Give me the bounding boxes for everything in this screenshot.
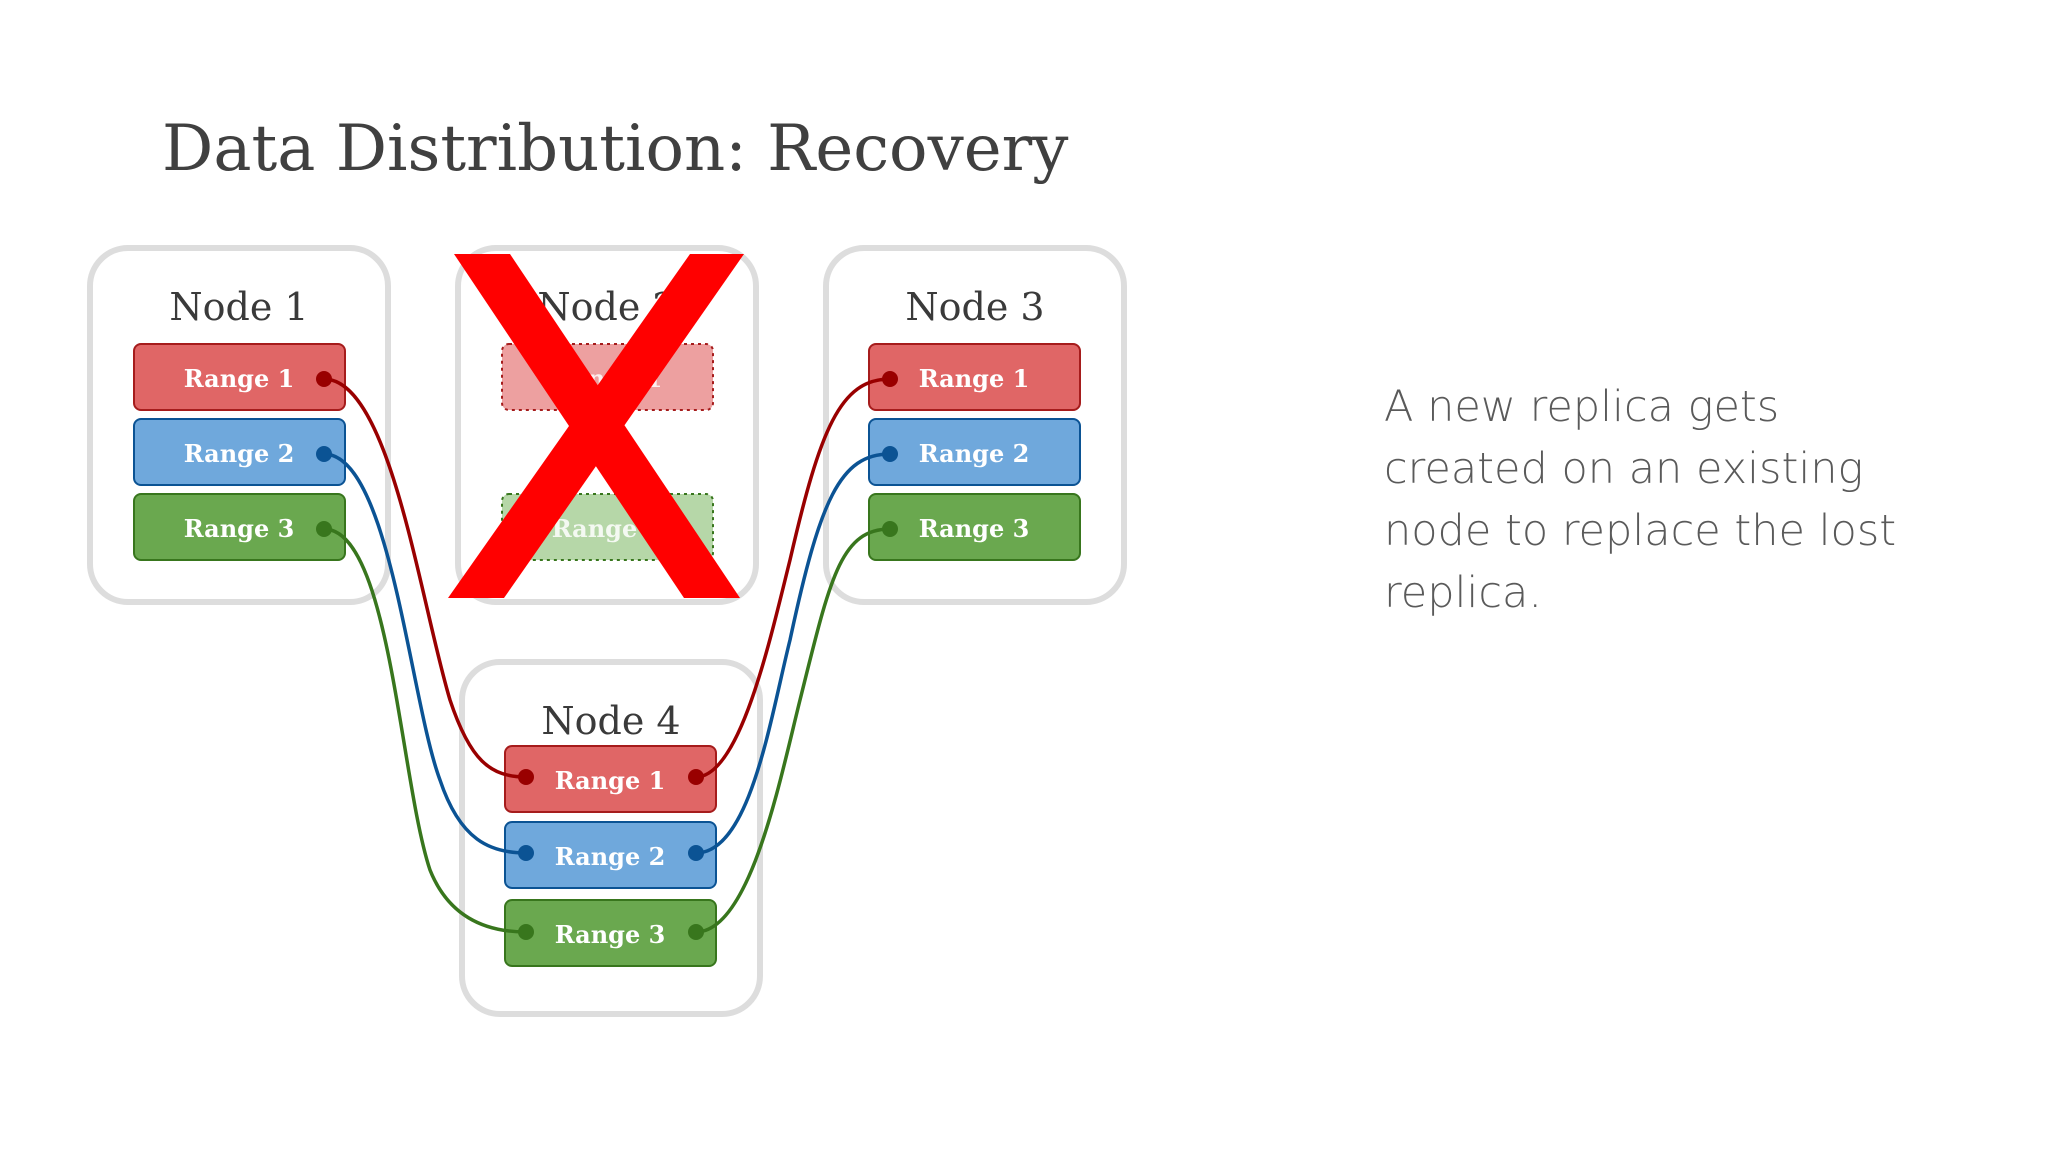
link-node1-node4-range-2 bbox=[323, 452, 527, 855]
link-dot bbox=[518, 924, 534, 940]
node-4-range-3 bbox=[504, 899, 717, 967]
link-node4-node3-range-1 bbox=[695, 377, 891, 779]
node-3-range-1-label: Range 1 bbox=[919, 364, 1030, 393]
node-1-range-1 bbox=[133, 343, 346, 411]
node-1-range-2 bbox=[133, 418, 346, 486]
link-dot bbox=[518, 845, 534, 861]
link-node1-node4-range-3 bbox=[323, 527, 527, 934]
node-4-label: Node 4 bbox=[541, 699, 680, 743]
node-1-range-2-label: Range 2 bbox=[184, 439, 295, 468]
slide-description: A new replica gets created on an existin… bbox=[1384, 382, 1897, 618]
node-1-range-3 bbox=[133, 493, 346, 561]
link-dot bbox=[518, 769, 534, 785]
node-4-range-2 bbox=[504, 821, 717, 889]
link-dot bbox=[316, 371, 332, 387]
node-3-range-2-label: Range 2 bbox=[919, 439, 1030, 468]
node-3-range-3-label: Range 3 bbox=[919, 514, 1030, 543]
node-3-range-1 bbox=[868, 343, 1081, 411]
slide-title: Data Distribution: Recovery bbox=[162, 112, 1069, 186]
node-1-range-3-label: Range 3 bbox=[184, 514, 295, 543]
link-node1-node4-range-1 bbox=[323, 377, 527, 779]
link-dot bbox=[688, 845, 704, 861]
link-dot bbox=[316, 521, 332, 537]
link-dot bbox=[688, 769, 704, 785]
failure-cross-icon bbox=[448, 254, 744, 598]
node-3-range-2 bbox=[868, 418, 1081, 486]
node-3-label: Node 3 bbox=[905, 285, 1044, 329]
link-dot bbox=[882, 371, 898, 387]
node-4-range-3-label: Range 3 bbox=[555, 920, 666, 949]
node-4-range-1 bbox=[504, 745, 717, 813]
link-dot bbox=[882, 446, 898, 462]
node-1-range-1-label: Range 1 bbox=[184, 364, 295, 393]
link-dot bbox=[316, 446, 332, 462]
link-dot bbox=[882, 521, 898, 537]
node-1-label: Node 1 bbox=[169, 285, 308, 329]
link-node4-node3-range-2 bbox=[695, 452, 891, 855]
link-node4-node3-range-3 bbox=[695, 527, 891, 934]
link-dot bbox=[688, 924, 704, 940]
node-4-range-1-label: Range 1 bbox=[555, 766, 666, 795]
node-4-range-2-label: Range 2 bbox=[555, 842, 666, 871]
node-3-range-3 bbox=[868, 493, 1081, 561]
